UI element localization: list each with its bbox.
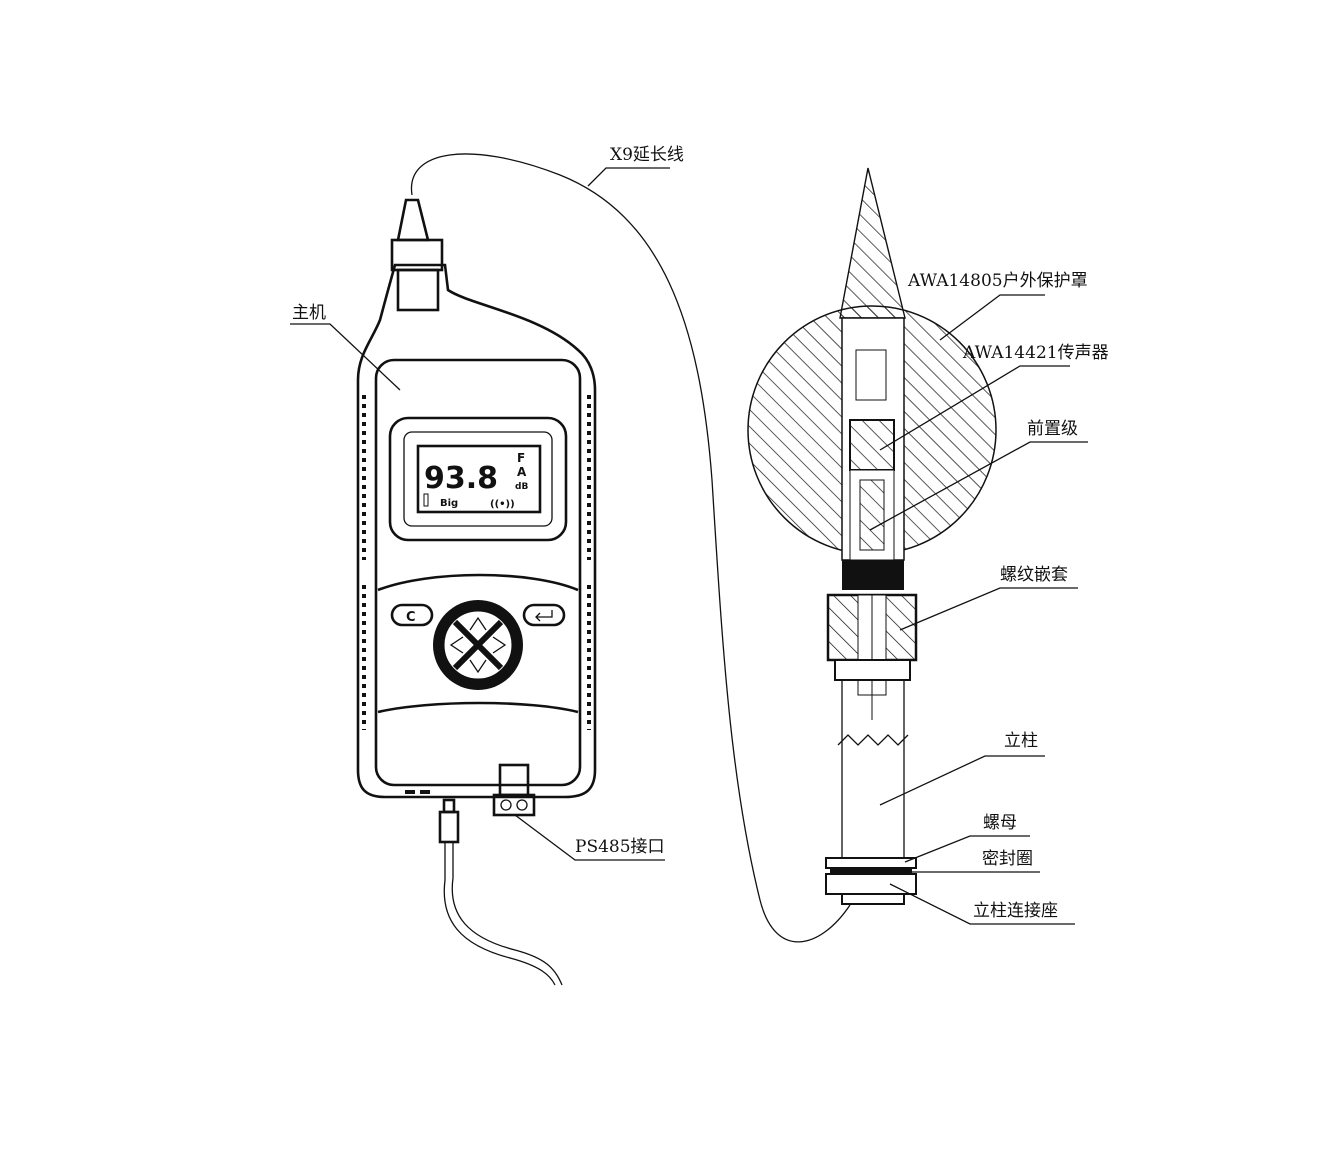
extension-cable <box>410 153 851 943</box>
main-unit: 93.8 F A dB Big ((•)) C <box>356 198 597 986</box>
label-nut: 螺母 <box>983 813 1017 833</box>
rs485-port <box>498 763 530 797</box>
clear-button[interactable] <box>390 603 434 627</box>
enter-icon <box>535 610 553 622</box>
outdoor-microphone-assembly <box>747 167 997 905</box>
display-weighting-time: F <box>517 451 525 465</box>
label-outdoor-cover: AWA14805户外保护罩 <box>907 271 1088 291</box>
clear-button-label: C <box>406 610 416 625</box>
enter-button[interactable] <box>522 603 566 627</box>
label-preamp: 前置级 <box>1027 419 1078 439</box>
dpad[interactable] <box>433 600 523 690</box>
display-reading: 93.8 <box>424 461 498 496</box>
label-pole: 立柱 <box>1004 731 1038 751</box>
display-unit: dB <box>515 482 528 492</box>
label-pole-base: 立柱连接座 <box>973 901 1058 921</box>
label-port: PS485接口 <box>575 837 665 857</box>
label-seal-ring: 密封圈 <box>982 849 1033 869</box>
callouts: X9延长线 主机 AWA14805户外保护罩 AWA14421传声器 前置级 螺… <box>290 145 1109 925</box>
label-cable: X9延长线 <box>610 145 684 165</box>
label-microphone: AWA14421传声器 <box>962 343 1109 363</box>
display-weighting-freq: A <box>517 465 527 479</box>
display-mode: Big <box>440 498 458 509</box>
label-thread-insert: 螺纹嵌套 <box>1000 565 1068 585</box>
label-main-unit: 主机 <box>292 303 326 323</box>
wireless-icon: ((•)) <box>490 499 515 510</box>
battery-icon <box>423 493 429 507</box>
